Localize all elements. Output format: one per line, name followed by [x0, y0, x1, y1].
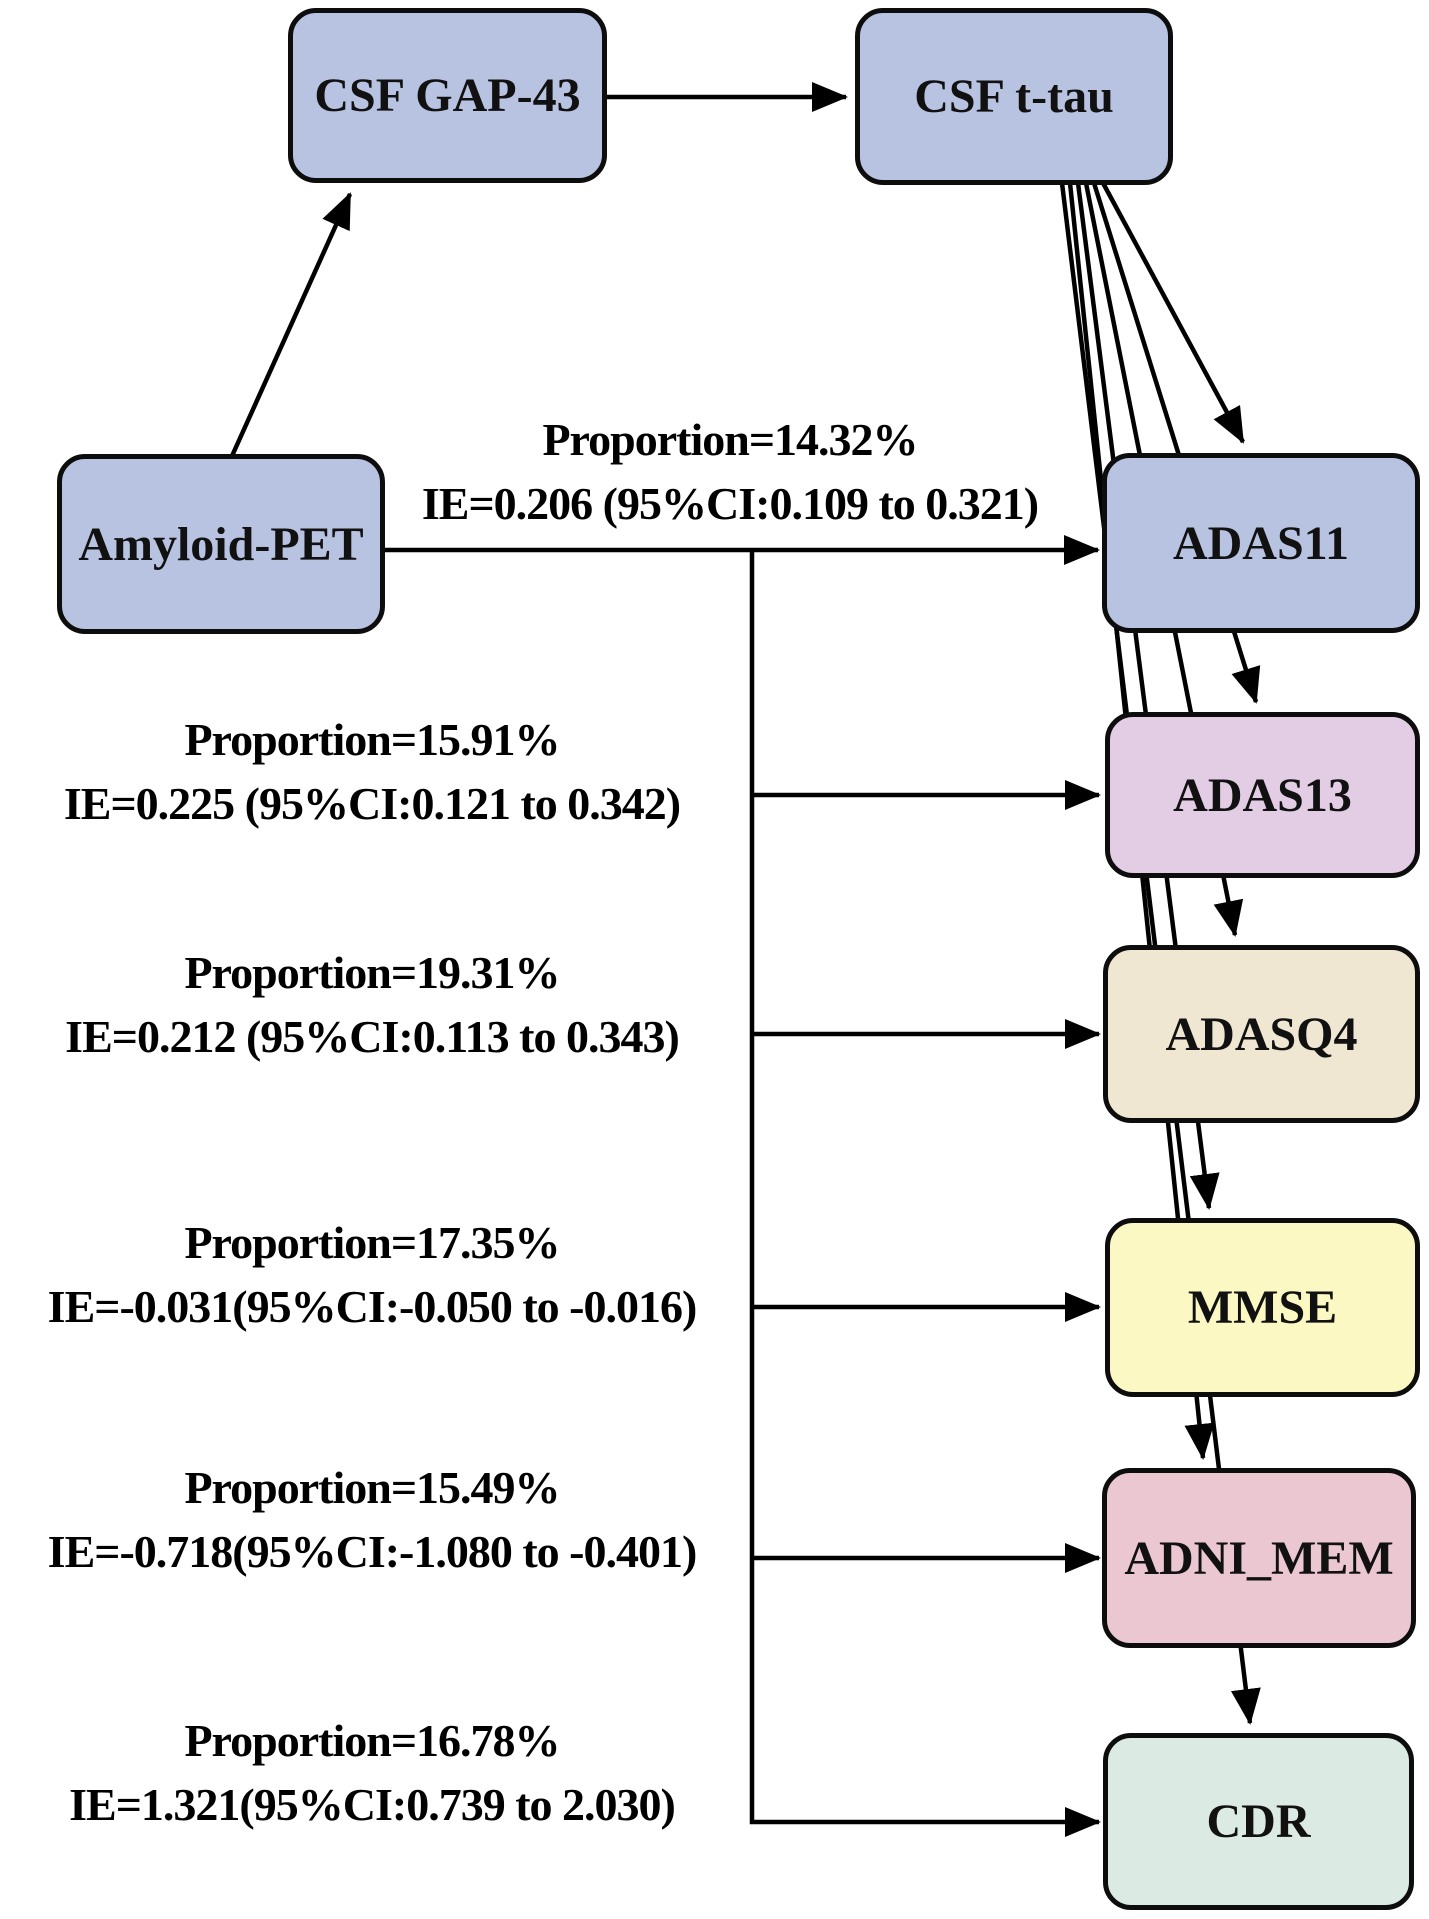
node-adas13: ADAS13 [1105, 712, 1420, 878]
annotation-adasq4-proportion: Proportion=19.31% [184, 947, 560, 998]
annotation-adas11-proportion: Proportion=14.32% [542, 414, 918, 465]
edge-amyloid-to-gap43 [229, 192, 353, 457]
node-mmse-label: MMSE [1187, 1281, 1338, 1334]
annotation-adas13-proportion: Proportion=15.91% [184, 714, 560, 765]
node-adas11-label: ADAS11 [1172, 516, 1350, 570]
node-amyloid-pet-label: Amyloid-PET [78, 517, 364, 571]
annotation-adasq4: Proportion=19.31% IE=0.212 (95%CI:0.113 … [0, 941, 744, 1069]
annotation-cdr: Proportion=16.78% IE=1.321(95%CI:0.739 t… [0, 1709, 744, 1837]
node-csf-ttau-label: CSF t-tau [914, 70, 1114, 123]
node-csf-gap43-label: CSF GAP-43 [314, 69, 581, 122]
node-adasq4-label: ADASQ4 [1165, 1007, 1358, 1061]
node-adni-mem: ADNI_MEM [1102, 1468, 1416, 1648]
annotation-mmse: Proportion=17.35% IE=-0.031(95%CI:-0.050… [0, 1211, 744, 1339]
node-adasq4: ADASQ4 [1103, 945, 1420, 1123]
annotation-cdr-proportion: Proportion=16.78% [184, 1715, 560, 1766]
node-adas13-label: ADAS13 [1173, 768, 1352, 822]
node-amyloid-pet: Amyloid-PET [57, 454, 385, 634]
edge-ttau-to-adas11 [1101, 181, 1245, 444]
node-cdr: CDR [1103, 1733, 1414, 1910]
annotation-adni-mem-ie: IE=-0.718(95%CI:-1.080 to -0.401) [47, 1526, 698, 1577]
annotation-adni-mem: Proportion=15.49% IE=-0.718(95%CI:-1.080… [0, 1456, 744, 1584]
annotation-cdr-ie: IE=1.321(95%CI:0.739 to 2.030) [69, 1779, 676, 1830]
annotation-adas11-ie: IE=0.206 (95%CI:0.109 to 0.321) [421, 478, 1039, 529]
node-mmse: MMSE [1105, 1218, 1420, 1397]
annotation-adasq4-ie: IE=0.212 (95%CI:0.113 to 0.343) [65, 1011, 680, 1062]
node-adni-mem-label: ADNI_MEM [1124, 1531, 1394, 1585]
node-cdr-label: CDR [1206, 1795, 1311, 1848]
annotation-adas13: Proportion=15.91% IE=0.225 (95%CI:0.121 … [0, 708, 744, 836]
node-adas11: ADAS11 [1102, 453, 1420, 633]
edge-amyloid-trunk-to-cdr [749, 550, 1101, 1837]
node-csf-gap43: CSF GAP-43 [288, 8, 607, 183]
annotation-adas11: Proportion=14.32% IE=0.206 (95%CI:0.109 … [380, 408, 1080, 536]
node-csf-ttau: CSF t-tau [855, 8, 1173, 185]
annotation-mmse-proportion: Proportion=17.35% [184, 1217, 560, 1268]
annotation-adas13-ie: IE=0.225 (95%CI:0.121 to 0.342) [63, 778, 681, 829]
annotation-adni-mem-proportion: Proportion=15.49% [184, 1462, 560, 1513]
annotation-mmse-ie: IE=-0.031(95%CI:-0.050 to -0.016) [47, 1281, 698, 1332]
